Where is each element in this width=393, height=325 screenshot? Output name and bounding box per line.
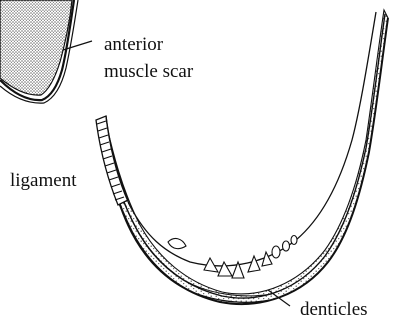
denticle — [218, 262, 232, 276]
denticle-row — [168, 236, 297, 279]
anterior-shell-fragment — [0, 0, 92, 103]
denticle — [204, 258, 218, 272]
label-muscle-scar: muscle scar — [104, 61, 194, 82]
label-denticles: denticles — [300, 299, 368, 320]
anterior-muscle-scar — [0, 0, 72, 95]
ligament-strip — [96, 116, 128, 205]
denticle — [283, 241, 290, 251]
denticle — [248, 256, 260, 272]
denticle — [291, 236, 297, 245]
label-ligament: ligament — [10, 170, 77, 191]
denticle — [272, 246, 280, 258]
denticle — [168, 239, 186, 249]
outer-shell-band-2 — [102, 14, 385, 298]
denticle — [262, 252, 272, 266]
label-anterior: anterior — [104, 34, 164, 55]
